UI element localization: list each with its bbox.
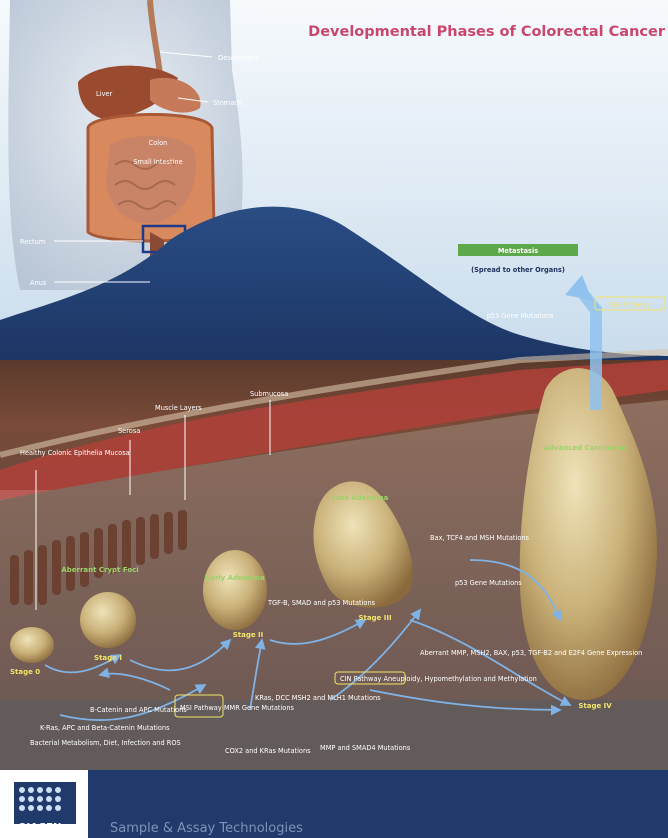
page-title: Developmental Phases of Colorectal Cance…	[308, 24, 666, 40]
label-stage-3: Stage III	[358, 614, 391, 622]
label-healthy-mucosa: Healthy Colonic Epithelia Mucosa	[20, 449, 130, 457]
label-kras-dcc: KRas, DCC MSH2 and MLH1 Mutations	[255, 694, 381, 702]
label-stage-0: Stage 0	[10, 668, 40, 676]
label-mmp-smad: MMP and SMAD4 Mutations	[320, 744, 411, 752]
label-mmp-group: Aberrant MMP, MSH2, BAX, p53, TGF-B2 and…	[420, 649, 642, 657]
label-rectum: Rectum	[20, 238, 45, 246]
label-apc-kras: K-Ras, APC and Beta-Catenin Mutations	[40, 724, 170, 732]
label-cox2: COX2 and KRas Mutations	[225, 747, 311, 755]
label-advanced-carcinoma: Advanced Carcinoma	[544, 444, 627, 452]
brand-tagline: Sample & Assay Technologies	[110, 821, 303, 836]
tumor-stage-2	[203, 550, 267, 630]
label-late-adenoma: Late Adenoma	[332, 494, 389, 502]
label-bax-tcf4: Bax, TCF4 and MSH Mutations	[430, 534, 530, 542]
label-colon: Colon	[149, 139, 168, 147]
label-bacterial: Bacterial Metabolism, Diet, Infection an…	[30, 739, 181, 747]
metastasis-title: Metastasis	[498, 247, 538, 255]
tumor-stage-1	[80, 592, 136, 648]
label-serosa: Serosa	[118, 427, 140, 435]
label-small-intestine: Small Intestine	[133, 158, 182, 166]
label-stage-4: Stage IV	[578, 702, 612, 710]
tumor-stage-0	[10, 627, 54, 663]
metastasis-subtitle: (Spread to other Organs)	[471, 266, 565, 274]
label-liver: Liver	[96, 90, 112, 98]
label-oesophagus: Oesophagus	[218, 54, 259, 62]
label-stomach: Stomach	[213, 99, 242, 107]
label-early-adenoma: Early Adenoma	[205, 574, 265, 582]
qiagen-logo-icon	[14, 782, 76, 824]
label-anus: Anus	[30, 279, 47, 287]
label-muscle-layers: Muscle Layers	[155, 404, 202, 412]
label-cin-lower: CIN Pathway Aneuploidy, Hypomethylation …	[340, 675, 537, 683]
label-stage-1: Stage I	[94, 654, 122, 662]
label-aberrant-crypt: Aberrant Crypt Foci	[61, 566, 138, 574]
label-p53-top: p53 Gene Mutations	[487, 312, 554, 320]
brand-name: QIAGEN	[18, 822, 61, 833]
label-cin-top: CIN Pathway	[609, 301, 650, 309]
label-bcat-apc: B-Catenin and APC Mutations	[90, 706, 187, 714]
label-p53-gene: p53 Gene Mutations	[455, 579, 522, 587]
label-tgfb-smad: TGF-B, SMAD and p53 Mutations	[267, 599, 376, 607]
label-submucosa: Submucosa	[250, 390, 288, 398]
label-msi: MSI Pathway MMR Gene Mutations	[180, 704, 295, 712]
label-stage-2: Stage II	[233, 631, 264, 639]
